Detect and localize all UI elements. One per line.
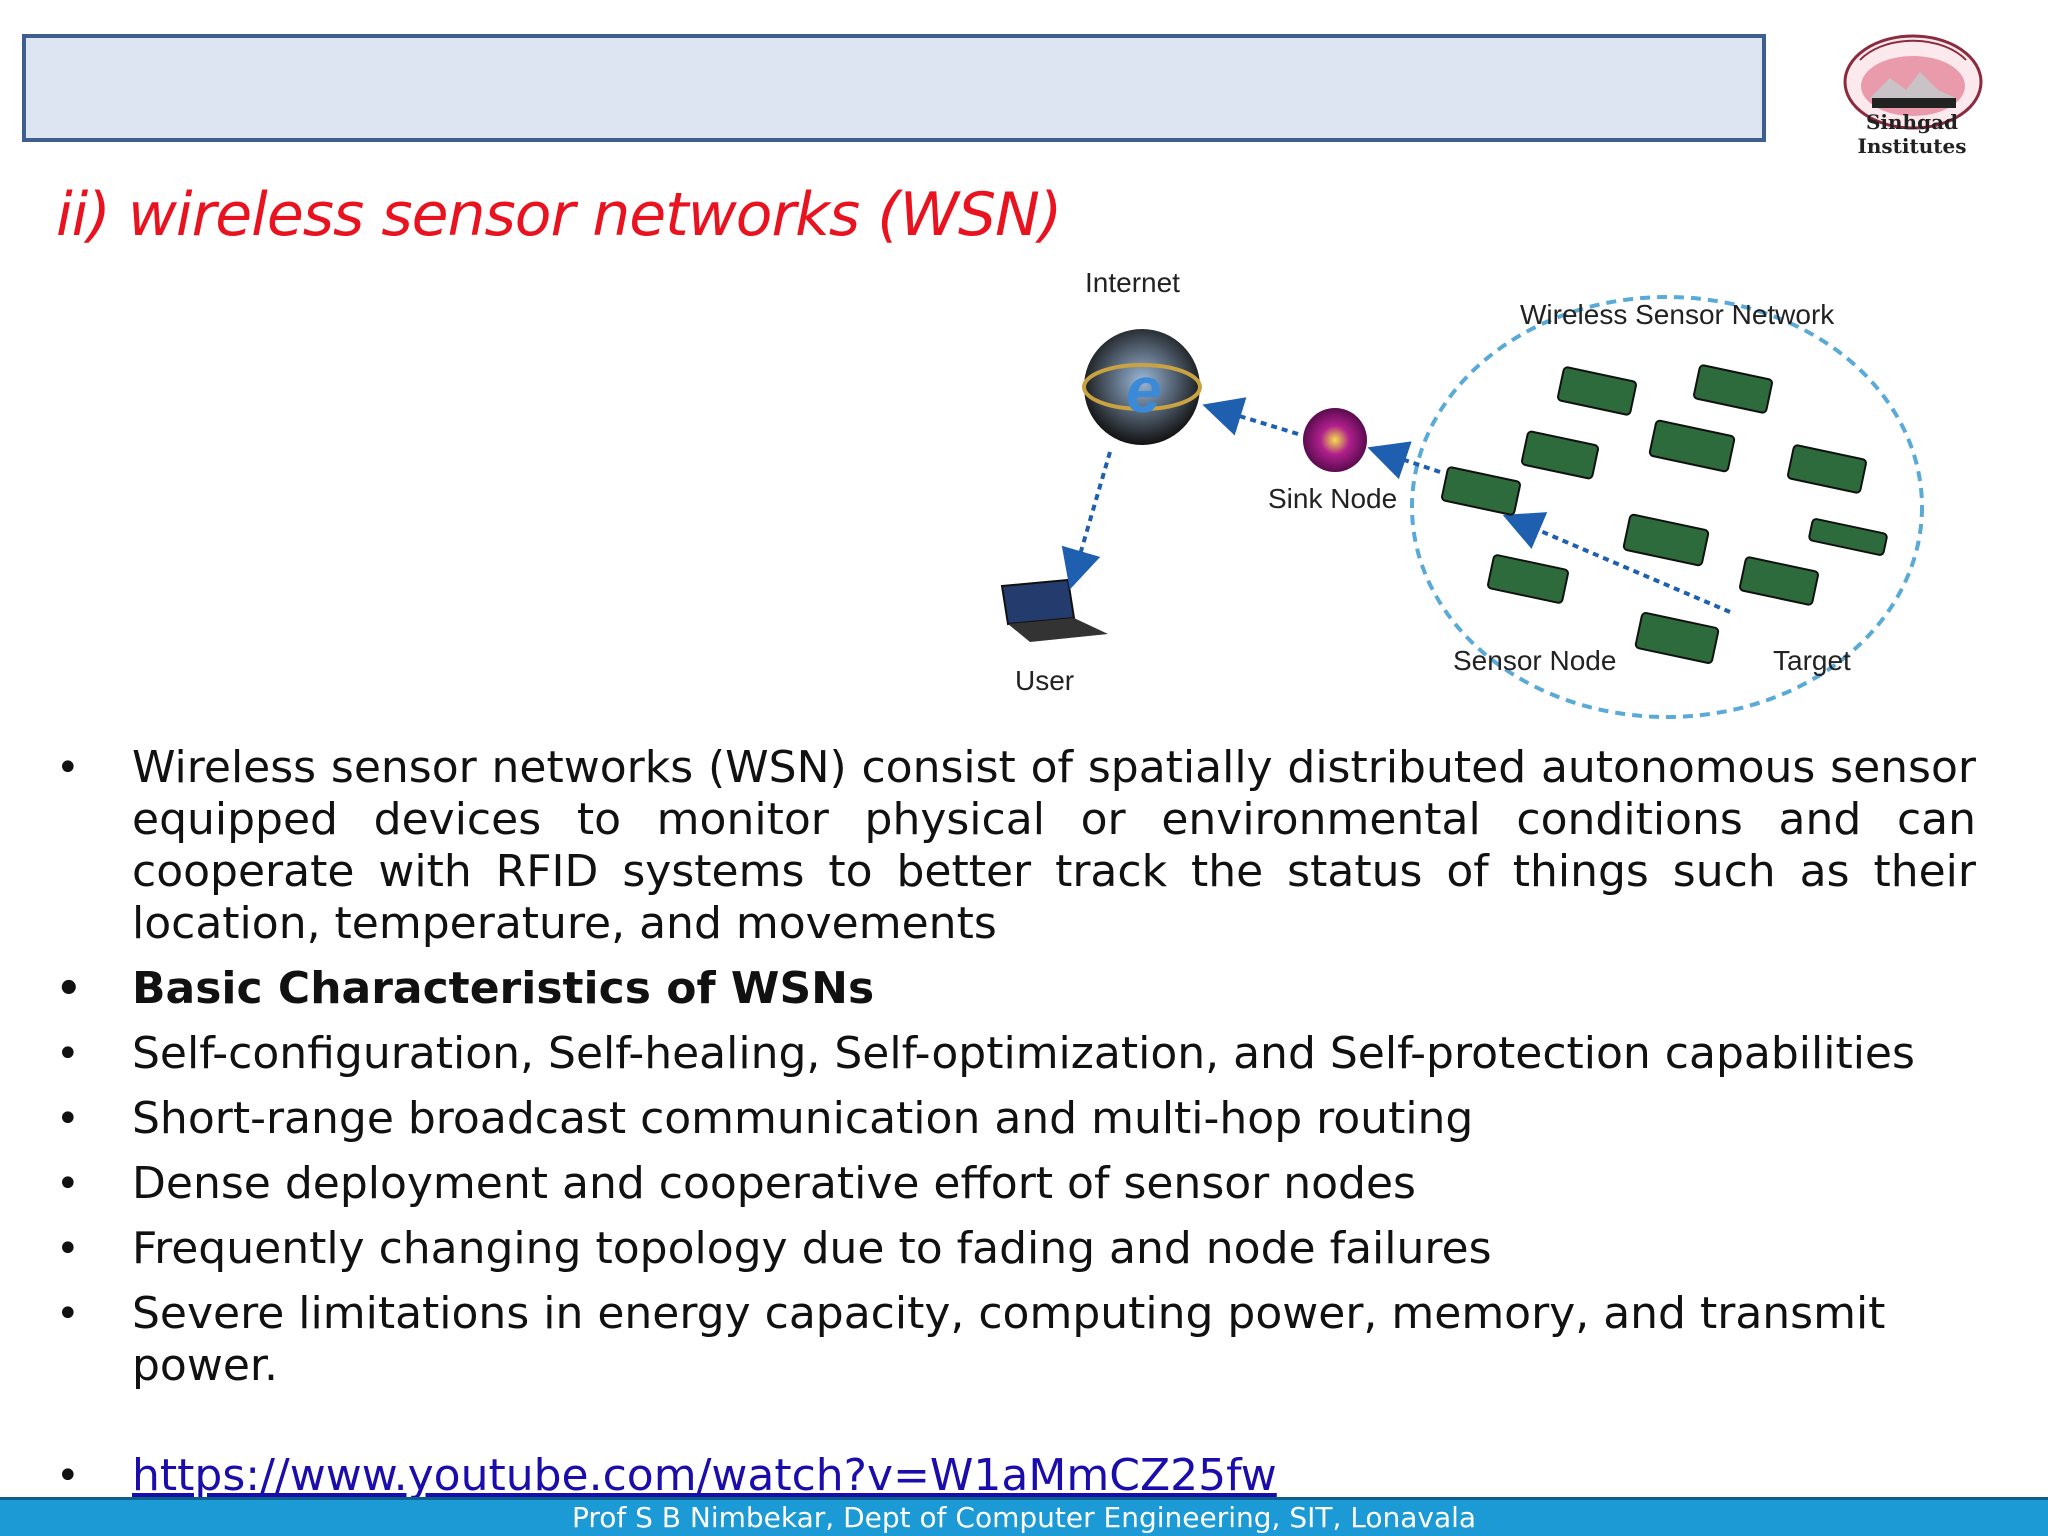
list-item: •Severe limitations in energy capacity, … [56,1288,1886,1391]
bullet-dot: • [56,745,80,791]
bullet-dot: • [56,1453,80,1499]
list-item: •Wireless sensor networks (WSN) consist … [56,742,1976,949]
sensor-nodes [1441,364,1888,664]
slide-heading: ii) wireless sensor networks (WSN) [56,180,1062,250]
footer-divider [0,1497,2048,1500]
sink-node-icon [1303,408,1367,472]
bullet-dot: • [56,1226,80,1272]
bullet-dot: • [56,1291,80,1337]
bullet-dot: • [56,966,82,1012]
arrow-internet-to-user [1061,451,1112,590]
youtube-link[interactable]: https://www.youtube.com/watch?v=W1aMmCZ2… [132,1450,1277,1501]
user-label: User [1015,665,1074,696]
sink-node-label: Sink Node [1268,483,1397,514]
list-item-link: • https://www.youtube.com/watch?v=W1aMmCZ… [56,1450,1976,1502]
arrow-target-to-node [1502,512,1731,614]
bullet-dot: • [56,1031,80,1077]
target-label: Target [1773,645,1851,676]
list-item: •Dense deployment and cooperative effort… [56,1158,1416,1209]
arrow-sink-to-internet [1202,397,1299,436]
internet-icon: e [1082,329,1202,445]
bullet-list: •Wireless sensor networks (WSN) consist … [56,742,1976,1515]
arrow-node-to-sink [1367,441,1441,480]
list-item: •Frequently changing topology due to fad… [56,1223,1492,1274]
wsn-diagram: e Internet Sink Node User Wireless Senso… [1000,267,1924,719]
list-item: •Short-range broadcast communication and… [56,1093,1474,1144]
laptop-icon [1000,578,1108,642]
institute-logo [1843,34,1983,130]
internet-label: Internet [1085,267,1180,298]
wsn-label: Wireless Sensor Network [1520,299,1835,330]
svg-text:e: e [1126,354,1162,426]
footer-bar: Prof S B Nimbekar, Dept of Computer Engi… [0,1500,2048,1536]
list-item: •Self-configuration, Self-healing, Self-… [56,1028,1915,1079]
wsn-boundary [1410,295,1924,719]
sensor-node-label: Sensor Node [1453,645,1616,676]
list-item: •Basic Characteristics of WSNs [56,963,875,1014]
logo-caption: Sinhgad Institutes [1857,110,1967,158]
title-box [22,34,1766,142]
bullet-dot: • [56,1161,80,1207]
bullet-dot: • [56,1096,80,1142]
